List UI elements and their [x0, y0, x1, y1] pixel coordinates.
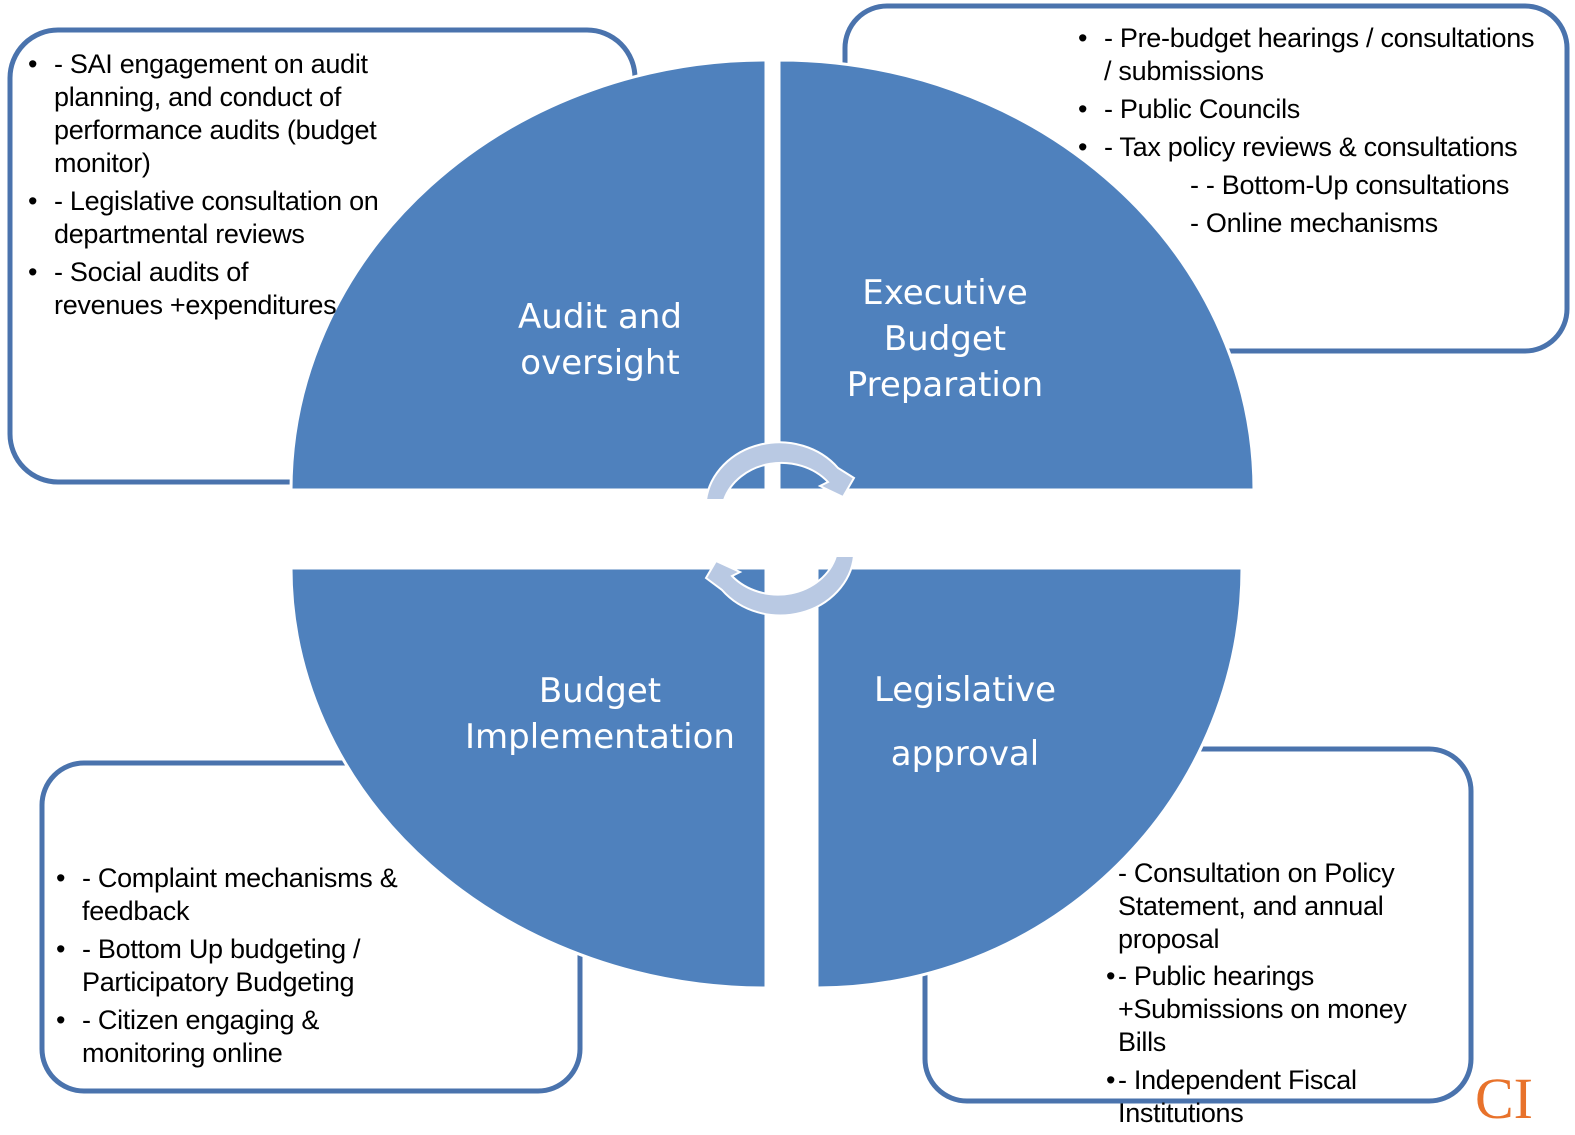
list-item: - Pre-budget hearings / consultations / … [1078, 22, 1548, 88]
vertical-separator [766, 40, 779, 500]
cycle-arrow-lower [704, 555, 856, 617]
audit-box: - SAI engagement on audit planning, and … [28, 48, 383, 327]
cycle-arrows [704, 441, 856, 617]
quadrant-audit-oversight [289, 58, 768, 492]
preparation-box: - Pre-budget hearings / consultations / … [1078, 22, 1548, 245]
implementation-box: - Complaint mechanisms & feedback - Bott… [56, 862, 416, 1075]
sub-item: - - Bottom-Up consultations [1190, 170, 1510, 200]
quadrant-title-audit: Audit and oversight [518, 297, 682, 383]
budget-cycle-diagram [7, 3, 1570, 1104]
list-item: - Public hearings +Submissions on money … [1106, 960, 1456, 1059]
list-item: - Independent Fiscal Institutions [1106, 1064, 1378, 1130]
list-item: - Tax policy reviews & consultations [1078, 131, 1548, 164]
partial-logo: CI [1475, 1066, 1533, 1131]
quadrant-title-preparation: Executive Budget Preparation [846, 273, 1044, 405]
horizontal-separator [280, 490, 1270, 568]
list-item: - Legislative consultation on department… [28, 185, 383, 251]
list-item: - SAI engagement on audit planning, and … [28, 48, 383, 180]
cycle-arrow-upper [704, 441, 856, 501]
quadrant-budget-implementation [289, 566, 768, 990]
list-item: - Citizen engaging & monitoring online [56, 1004, 416, 1070]
quadrant-title-implementation: Budget Implementation [465, 671, 735, 757]
quadrant-title-approval: Legislative approval [873, 670, 1057, 774]
approval-lead-text: - Consultation on Policy Statement, and … [1118, 858, 1395, 954]
approval-box: - Consultation on Policy Statement, and … [1106, 857, 1456, 1135]
quadrant-legislative-approval [815, 566, 1244, 990]
sub-item: - Online mechanisms [1190, 208, 1438, 238]
list-item: - Social audits of revenues +expenditure… [28, 256, 354, 322]
list-item: - Public Councils [1078, 93, 1548, 126]
list-item: - Bottom Up budgeting / Participatory Bu… [56, 933, 416, 999]
quadrant-executive-preparation [777, 58, 1256, 492]
list-item: - Complaint mechanisms & feedback [56, 862, 416, 928]
